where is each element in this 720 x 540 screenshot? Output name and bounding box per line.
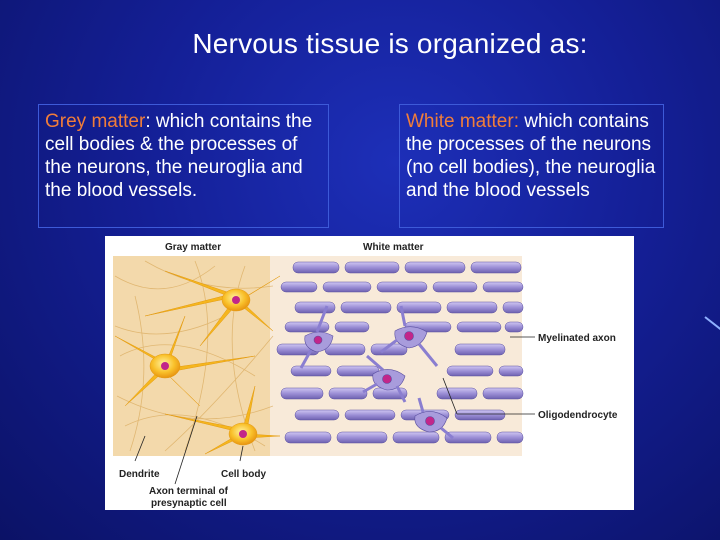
grey-matter-box: Grey matter: which contains the cell bod… [38,104,329,228]
decorative-line [704,316,720,332]
slide-title: Nervous tissue is organized as: [192,28,588,59]
oligodendrocytes [299,305,454,440]
label-dendrite: Dendrite [119,469,160,480]
gray-matter-region [113,256,278,456]
label-axon-terminal-line2: presynaptic cell [151,498,227,509]
white-matter-box: White matter: which contains the process… [399,104,664,228]
neuron-top [144,270,281,347]
label-gray-matter: Gray matter [165,242,221,253]
white-matter-text: which contains the processes of the neur… [406,111,656,201]
tissue-illustration: Gray matter White matter Myelinated axon… [105,236,634,510]
label-myelinated-axon: Myelinated axon [538,333,616,344]
label-cell-body: Cell body [221,469,266,480]
white-matter-heading: White matter: [406,111,519,132]
neuron-middle [114,315,256,407]
neuron-bottom [164,385,281,455]
label-axon-terminal-line1: Axon terminal of [149,486,229,497]
grey-matter-text: : which contains the cell bodies & the p… [45,111,313,201]
grey-matter-heading: Grey matter [45,111,146,132]
label-oligodendrocyte: Oligodendrocyte [538,410,618,421]
label-white-matter: White matter [363,242,424,253]
